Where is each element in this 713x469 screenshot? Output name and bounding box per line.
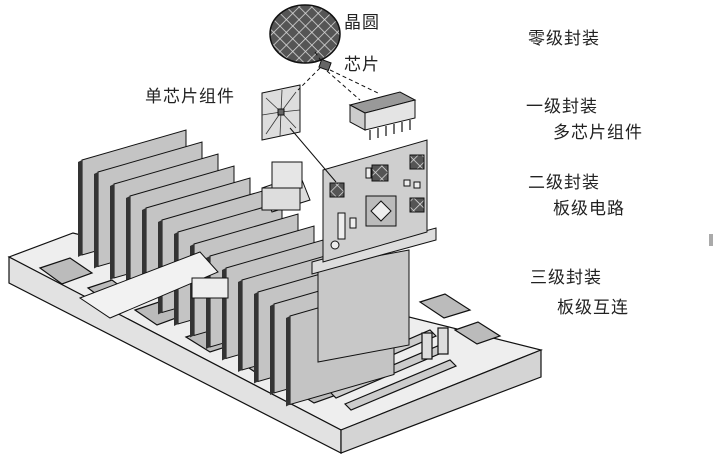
- level-2-subtitle: 板级电路: [553, 199, 625, 219]
- placement-arrow: [289, 127, 337, 183]
- level-3-title: 三级封装: [530, 268, 602, 288]
- circuit-card-edge: [238, 280, 242, 372]
- connector-block: [191, 277, 229, 299]
- assembly-leader-lines: [297, 51, 381, 101]
- level-1-subtitle: 多芯片组件: [553, 123, 643, 143]
- level-1-title: 一级封装: [526, 97, 598, 117]
- ribbon-cable: [78, 251, 219, 319]
- heat-block: [261, 161, 311, 213]
- circuit-card-edge: [254, 292, 258, 384]
- level-3-subtitle: 板级互连: [557, 298, 629, 318]
- chip: [318, 58, 332, 72]
- single-chip-module: [261, 84, 301, 141]
- label-single-chip-module: 单芯片组件: [145, 87, 235, 107]
- wafer: [269, 4, 341, 64]
- main-circuit-board: [322, 139, 428, 263]
- circuit-card-edge: [94, 172, 98, 269]
- level-2-title: 二级封装: [528, 173, 600, 193]
- circuit-card-edge: [286, 316, 290, 407]
- multi-chip-module: [348, 91, 417, 140]
- scrollbar-marker: [709, 234, 713, 246]
- label-chip: 芯片: [344, 55, 380, 75]
- level-0-title: 零级封装: [528, 29, 600, 49]
- circuit-card-edge: [110, 184, 114, 280]
- circuit-card-edge: [270, 304, 274, 395]
- circuit-card-edge: [126, 196, 130, 292]
- circuit-card-edge: [78, 160, 82, 257]
- label-wafer: 晶圆: [344, 13, 380, 33]
